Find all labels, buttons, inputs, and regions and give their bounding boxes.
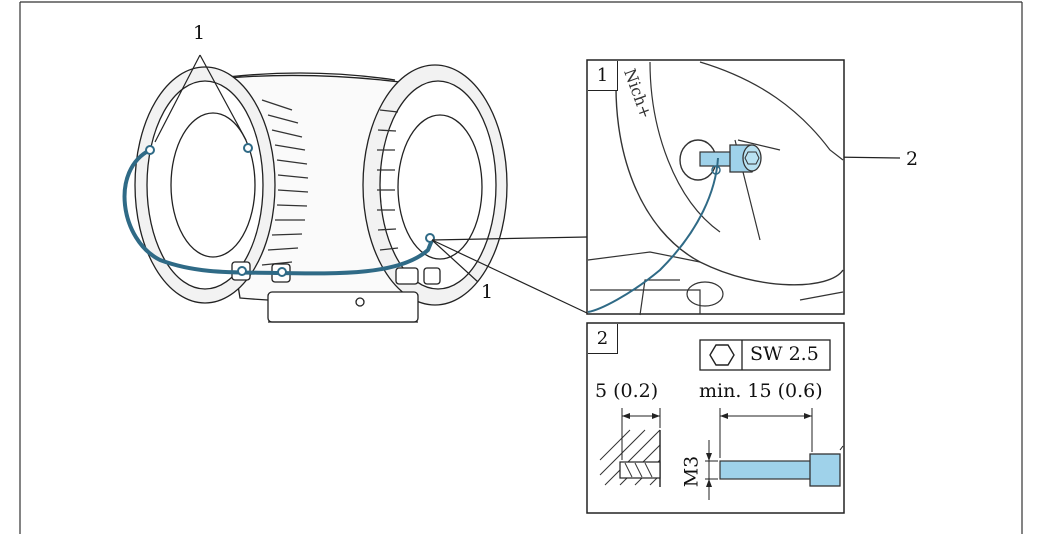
hole-depth-label: 5 (0.2)	[595, 380, 659, 402]
left-cover-ribs	[261, 99, 309, 266]
screw-detail-1	[699, 144, 762, 173]
ground-cable	[122, 148, 434, 276]
wrench-size-label: SW 2.5	[750, 343, 819, 365]
detail-box-2	[586, 322, 845, 514]
callout-2: 2	[906, 148, 919, 170]
detail-box-1	[586, 59, 845, 316]
hex-wrench-icon	[709, 344, 735, 366]
housing-base	[231, 261, 441, 323]
screw-length-label: min. 15 (0.6)	[699, 380, 823, 402]
housing-drawing	[134, 64, 508, 306]
detail-2-index: 2	[588, 324, 618, 354]
callout-1-top: 1	[193, 22, 206, 44]
screw-head	[809, 453, 841, 487]
right-cover-ribs	[377, 109, 399, 251]
figure-border	[19, 1, 1023, 534]
thread-label: M3	[680, 455, 703, 488]
detail-1-index: 1	[588, 61, 618, 91]
screw-shank	[719, 460, 813, 480]
cable-eyelets	[145, 143, 435, 277]
callout-1-lower: 1	[481, 281, 494, 303]
